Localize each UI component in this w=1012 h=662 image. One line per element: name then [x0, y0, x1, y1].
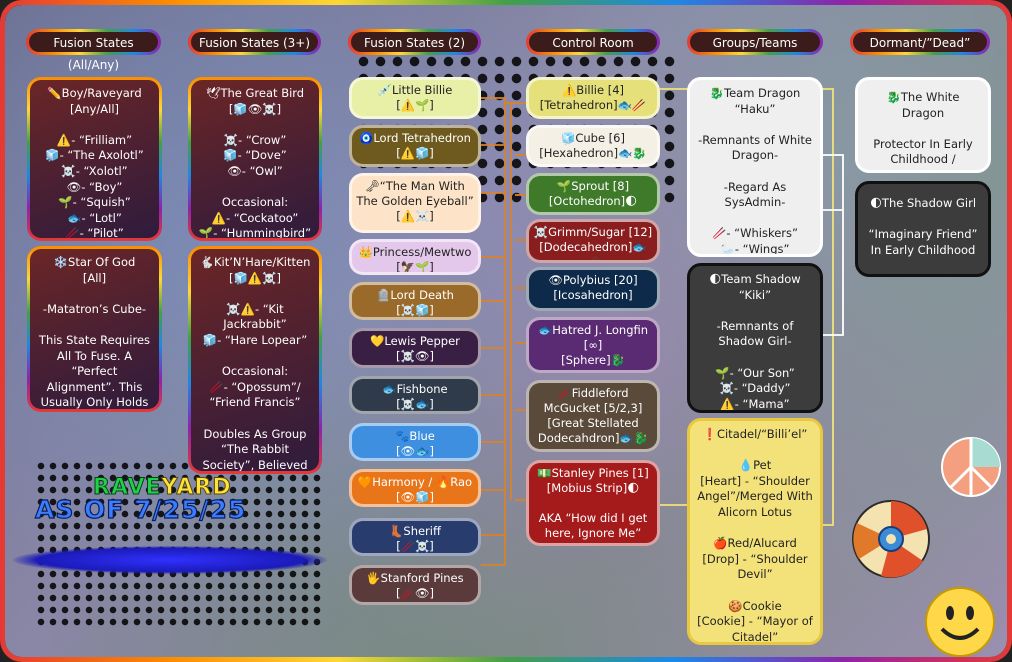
fusion-2-item: 👢Sheriff [🥢☠️]	[349, 518, 481, 556]
raveyard-title: RAVEYARD	[93, 475, 232, 501]
fusion-2-item: 🖐Stanford Pines [🥢👁]	[349, 565, 481, 605]
control-room-item: 💵Stanley Pines [1] [Mobius Strip]🌓 AKA “…	[526, 460, 660, 546]
citadel-box: ❗️Citadel/“Billi’el” 💧Pet [Heart] - “Sho…	[687, 418, 823, 645]
fusion-2-item: 🐾Blue [👁🐟]	[349, 423, 481, 461]
shadow-girl-box: 🌓The Shadow Girl “Imaginary Friend” In E…	[855, 181, 991, 277]
header-groups-teams: Groups/Teams	[687, 29, 823, 55]
fusion-2-item: 🗝“The Man With The Golden Eyeball” [⚠️☠️…	[349, 173, 481, 233]
header-dormant: Dormant/”Dead”	[850, 29, 990, 55]
star-of-god-box: ❄️Star Of God [All] -Matatron’s Cube- Th…	[27, 246, 162, 412]
fusion-2-item: 🧡Harmony / 🔥Rao [👁🧊]	[349, 469, 481, 507]
control-room-item: 🥢Fiddleford McGucket [5/2,3] [Great Stel…	[526, 380, 660, 452]
boy-raveyard-box: ✏️Boy/Raveyard [Any/All] ⚠️- “Frilliam” …	[27, 77, 162, 241]
header-control-room: Control Room	[526, 29, 660, 55]
header-fusion-all: Fusion States (All/Any)	[26, 29, 161, 72]
fusion-2-item: 🐟Fishbone [☠️🐟]	[349, 376, 481, 414]
peace-sign-icon	[941, 437, 1001, 497]
date-title: AS OF 7/25/25	[34, 494, 247, 524]
control-room-item: 🐟Hatred J. Longfin [∞] [Sphere]🐉	[526, 317, 660, 373]
fusion-2-item: 🧿Lord Tetrahedron [⚠️🧊]	[349, 125, 481, 167]
smiley-face-icon	[925, 587, 995, 657]
raveyard-title-rave: RAVE	[93, 475, 162, 501]
fusion-2-item: 👑Princess/Mewtwo [🦅🌱]	[349, 239, 481, 275]
fusion-2-item: 🪦Lord Death [☠️🧊]	[349, 282, 481, 320]
control-room-item: 🌱Sprout [8] [Octohedron]🌓	[526, 173, 660, 215]
header-fusion-3: Fusion States (3+)	[188, 29, 321, 55]
header-fusion-2: Fusion States (2)	[348, 29, 481, 55]
kit-n-hare-box: 🐇Kit’N’Hare/Kitten [🧊⚠️☠️] ☠️⚠️- “Kit Ja…	[188, 246, 322, 474]
great-bird-box: 🕊The Great Bird [🧊👁☠️] ☠️- “Crow” 🧊- “Do…	[188, 77, 322, 241]
raveyard-title-yard: YARD	[161, 475, 232, 501]
beach-ball-icon	[852, 500, 930, 578]
blue-disc-decoration	[13, 546, 327, 574]
fusion-2-item: 💛Lewis Pepper [☠️👁]	[349, 328, 481, 368]
halftone-dots	[35, 460, 325, 630]
team-dragon-box: 🐉Team Dragon “Haku” -Remnants of White D…	[687, 77, 823, 257]
fusion-2-item: 💉Little Billie [⚠️🌱]	[349, 77, 481, 119]
white-dragon-box: 🐉The White Dragon Protector In Early Chi…	[855, 77, 991, 173]
team-shadow-box: 🌓Team Shadow “Kiki” -Remnants of Shadow …	[687, 263, 823, 413]
control-room-item: 🧊Cube [6] [Hexahedron]🐟🐉	[526, 125, 660, 167]
control-room-item: 👁Polybius [20] [Icosahedron]	[526, 267, 660, 311]
control-room-item: ⚠️Billie [4] [Tetrahedron]🐟🥢	[526, 77, 660, 119]
control-room-item: ☠️Grimm/Sugar [12] [Dodecahedron]🐟🥢	[526, 219, 660, 263]
